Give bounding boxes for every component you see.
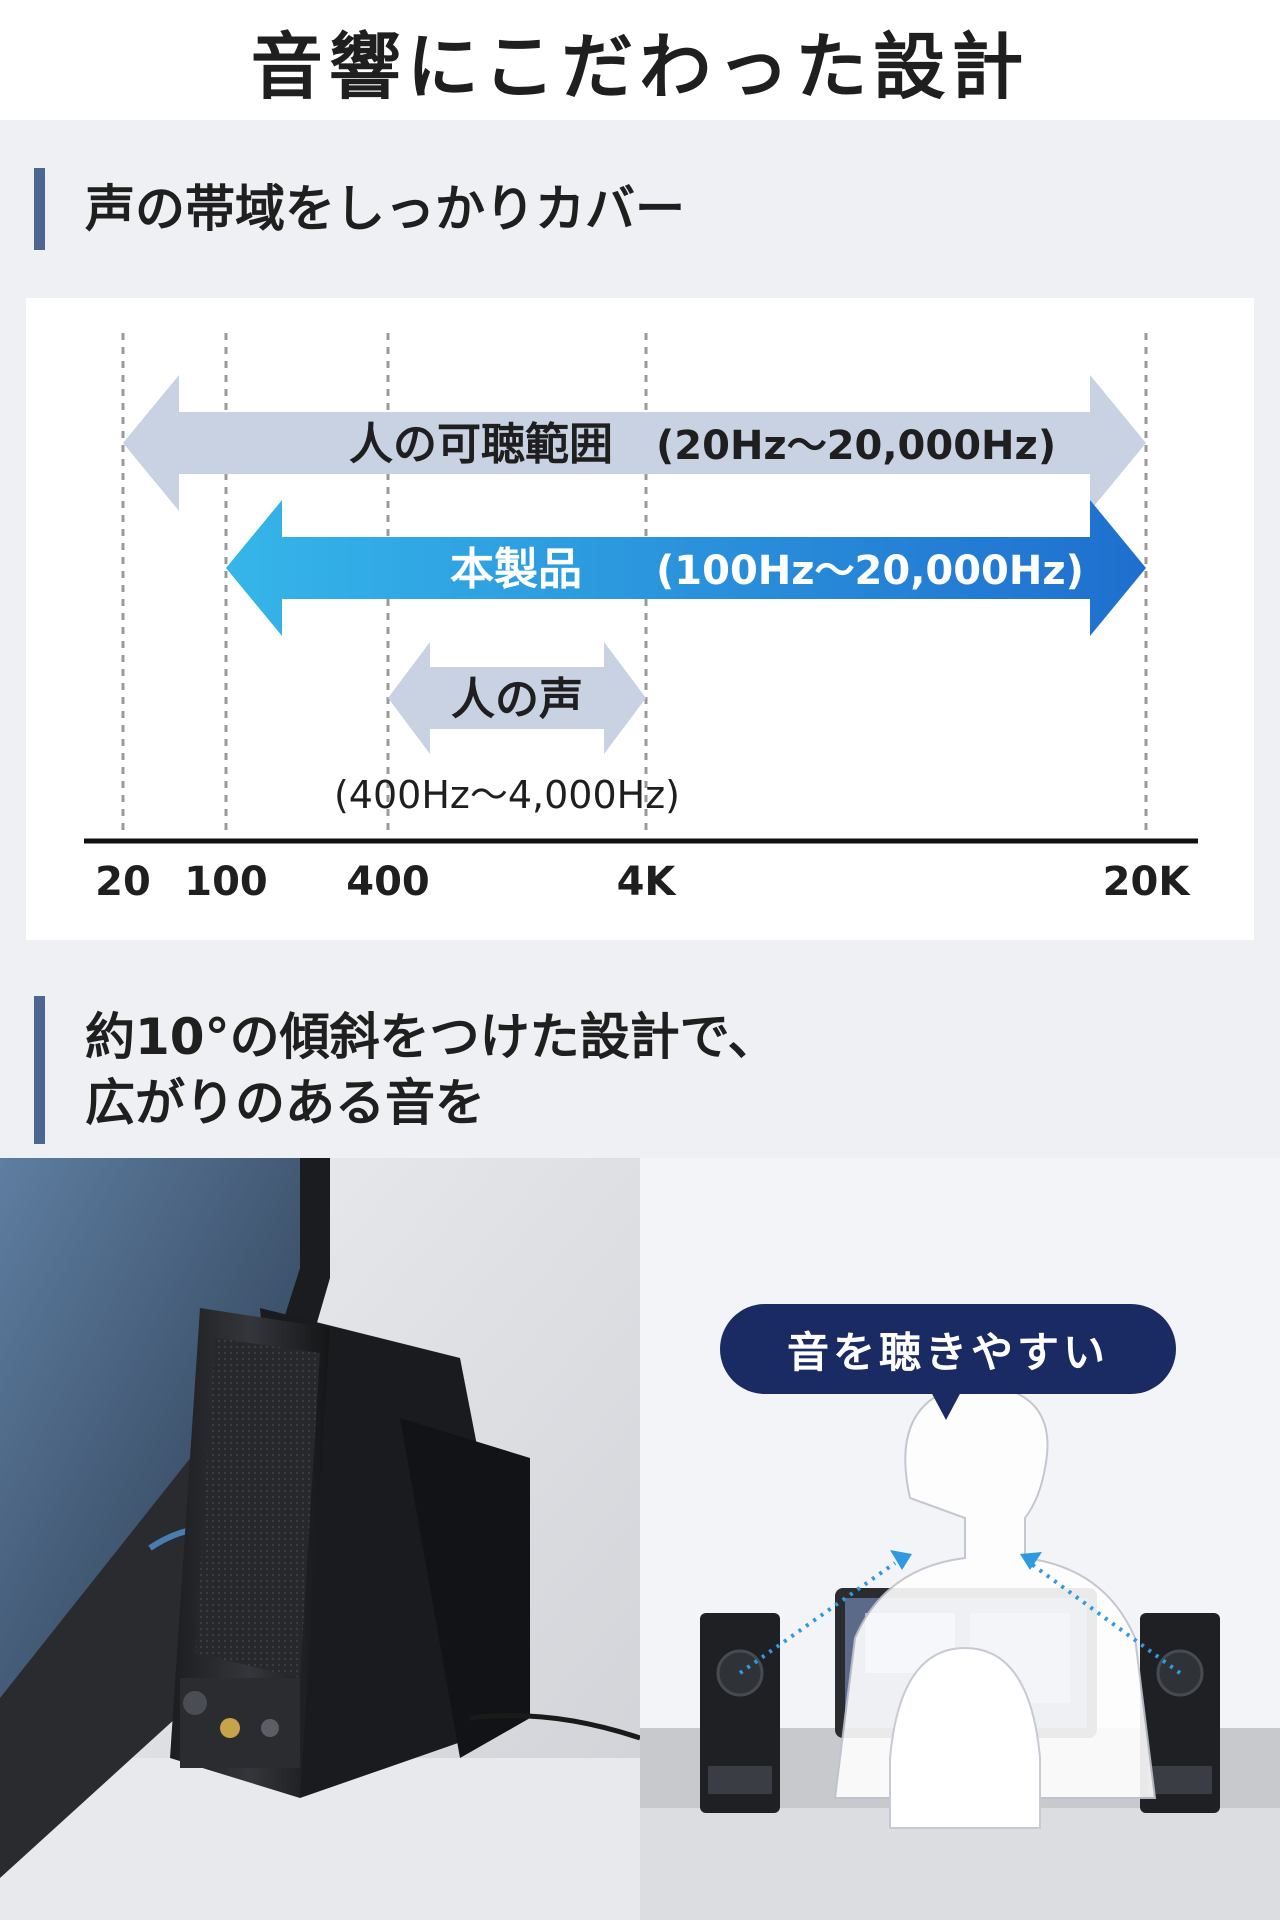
tick-label-20: 20 [95, 859, 151, 905]
tick-label-4K: 4K [617, 859, 678, 905]
section-voice-band: 声の帯域をしっかりカバー [34, 168, 685, 250]
range-name-2: 本製品 [450, 544, 582, 595]
page-header: 音響にこだわった設計 [0, 0, 1280, 120]
section-accent-bar [34, 996, 45, 1144]
tick-label-400: 400 [346, 859, 430, 905]
listening-illustration: 音を聴きやすい [640, 1158, 1280, 1920]
section-voice-band-title: 声の帯域をしっかりカバー [85, 180, 685, 238]
range-arrow-3 [388, 642, 646, 754]
range-name-3: 人の声 [451, 674, 583, 725]
section-tilt-line2: 広がりのある音を [85, 1074, 485, 1132]
tick-label-20K: 20K [1103, 859, 1192, 905]
section-tilt: 約10°の傾斜をつけた設計で、 広がりのある音を [34, 996, 778, 1144]
speech-bubble-text: 音を聴きやすい [786, 1327, 1109, 1377]
range-label-1: (20Hz〜20,000Hz) [656, 423, 1056, 469]
speaker-photo [0, 1158, 640, 1920]
section-tilt-line1: 約10°の傾斜をつけた設計で、 [85, 1008, 778, 1066]
section-accent-bar [34, 168, 45, 250]
frequency-chart: 20 100 400 4K 20K 人の可聴範囲 (20Hz〜20,000Hz) 本製品 (10… [84, 333, 1198, 905]
tick-label-100: 100 [184, 859, 268, 905]
page-title: 音響にこだわった設計 [250, 23, 1030, 109]
range-label-3: (400Hz〜4,000Hz) [334, 773, 680, 817]
range-arrow-2 [226, 500, 1146, 636]
speech-bubble: 音を聴きやすい [720, 1304, 1176, 1394]
range-label-2: (100Hz〜20,000Hz) [656, 548, 1084, 594]
range-arrow-1 [123, 375, 1146, 511]
range-name-1: 人の可聴範囲 [349, 419, 613, 470]
speech-bubble-tail [930, 1390, 962, 1420]
frequency-chart-panel: 20 100 400 4K 20K 人の可聴範囲 (20Hz〜20,000Hz) 本製品 (10… [26, 298, 1254, 940]
